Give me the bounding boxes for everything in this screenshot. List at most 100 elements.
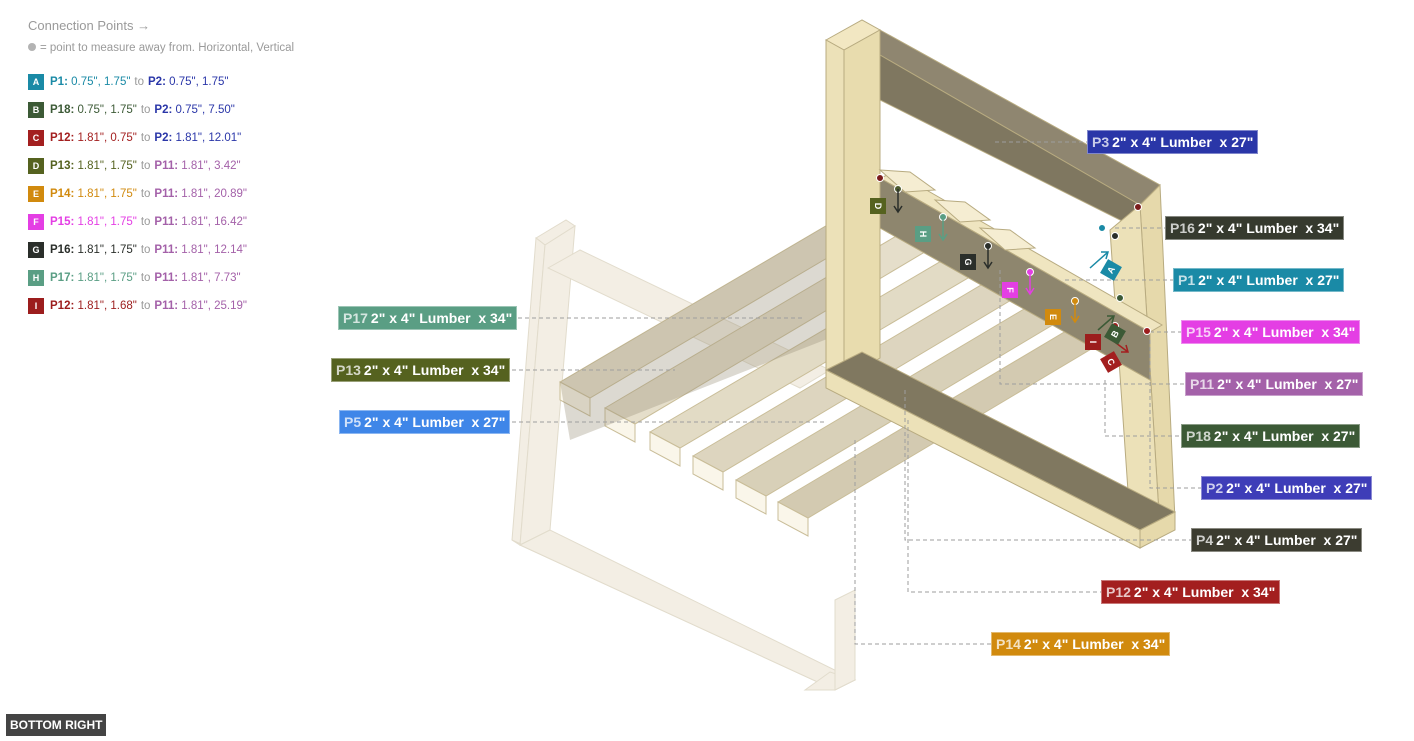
part-name: 2" x 4" Lumber x 34" (1133, 584, 1276, 600)
to-coords: 1.81", 12.14" (178, 244, 247, 256)
to-coords: 1.81", 12.01" (172, 132, 242, 144)
from-coords: 1.81", 1.75" (74, 160, 137, 172)
legend-badge: I (28, 298, 44, 314)
legend-badge: B (28, 102, 44, 118)
measure-arrows (893, 189, 1129, 353)
to-word: to (140, 216, 151, 228)
part-name: 2" x 4" Lumber x 34" (370, 310, 513, 326)
part-id: P18 (1186, 428, 1211, 444)
legend-badge: D (28, 158, 44, 174)
from-part: P12: (50, 132, 75, 144)
part-id: P11 (1190, 376, 1215, 392)
from-part: P18: (50, 104, 75, 116)
from-part: P12: (50, 300, 75, 312)
to-word: to (140, 272, 151, 284)
part-id: P17 (343, 310, 368, 326)
svg-text:H: H (918, 231, 928, 238)
to-coords: 1.81", 3.42" (178, 160, 241, 172)
from-coords: 1.81", 1.75" (74, 216, 137, 228)
svg-text:I: I (1088, 341, 1098, 344)
part-id: P16 (1170, 220, 1195, 236)
part-name: 2" x 4" Lumber x 27" (1198, 272, 1340, 288)
from-coords: 1.81", 1.75" (74, 188, 137, 200)
ghost-frame (511, 219, 857, 691)
leader-lines (512, 141, 1201, 645)
to-word: to (140, 160, 151, 172)
part-id: P4 (1196, 532, 1214, 548)
to-part: P11: (154, 300, 179, 312)
part-name: 2" x 4" Lumber x 27" (1216, 532, 1358, 548)
to-word: to (140, 300, 151, 312)
to-part: P11: (154, 216, 179, 228)
to-word: to (140, 188, 151, 200)
part-name: 2" x 4" Lumber x 27" (364, 414, 506, 430)
from-part: P15: (50, 216, 75, 228)
connection-badges: D H G F E A B I C (870, 198, 1126, 373)
part-name: 2" x 4" Lumber x 34" (1213, 324, 1356, 340)
legend-badge: A (28, 74, 44, 90)
to-word: to (140, 244, 151, 256)
to-part: P2: (148, 76, 166, 88)
connection-points-legend: Connection Points → = point to measure a… (28, 16, 328, 320)
from-part: P13: (50, 160, 75, 172)
part-name: 2" x 4" Lumber x 34" (1197, 220, 1340, 236)
part-name: 2" x 4" Lumber x 34" (1023, 636, 1166, 652)
to-word: to (140, 132, 151, 144)
legend-title: Connection Points → (28, 18, 151, 33)
svg-text:G: G (963, 258, 973, 265)
svg-text:D: D (873, 203, 883, 210)
legend-note: = point to measure away from. Horizontal… (28, 38, 328, 58)
to-coords: 1.81", 7.73" (178, 272, 241, 284)
from-coords: 1.81", 1.75" (74, 244, 137, 256)
part-id: P13 (336, 362, 361, 378)
point-dot-icon (28, 43, 36, 51)
to-part: P11: (154, 188, 179, 200)
part-id: P12 (1106, 584, 1131, 600)
from-part: P17: (50, 272, 75, 284)
legend-badge: F (28, 214, 44, 230)
to-coords: 0.75", 7.50" (172, 104, 235, 116)
to-part: P11: (154, 160, 179, 172)
part-id: P5 (344, 414, 362, 430)
to-coords: 1.81", 20.89" (178, 188, 247, 200)
legend-badge: E (28, 186, 44, 202)
from-coords: 1.81", 1.68" (74, 300, 137, 312)
part-id: P14 (996, 636, 1021, 652)
to-part: P11: (154, 244, 179, 256)
from-part: P16: (50, 244, 75, 256)
from-coords: 1.81", 1.75" (74, 272, 137, 284)
to-part: P2: (154, 104, 173, 116)
to-coords: 1.81", 25.19" (178, 300, 247, 312)
view-badge[interactable]: BOTTOM RIGHT (6, 714, 107, 736)
svg-text:F: F (1005, 287, 1015, 293)
to-part: P2: (154, 132, 173, 144)
to-word: to (140, 104, 151, 116)
legend-badge: G (28, 242, 44, 258)
from-coords: 1.81", 0.75" (74, 132, 137, 144)
part-name: 2" x 4" Lumber x 27" (1217, 376, 1359, 392)
part-name: 2" x 4" Lumber x 27" (1226, 480, 1368, 496)
to-coords: 0.75", 1.75" (165, 76, 229, 88)
from-coords: 0.75", 1.75" (74, 104, 137, 116)
part-id: P3 (1092, 134, 1110, 150)
part-id: P1 (1178, 272, 1196, 288)
part-name: 2" x 4" Lumber x 27" (1112, 134, 1254, 150)
